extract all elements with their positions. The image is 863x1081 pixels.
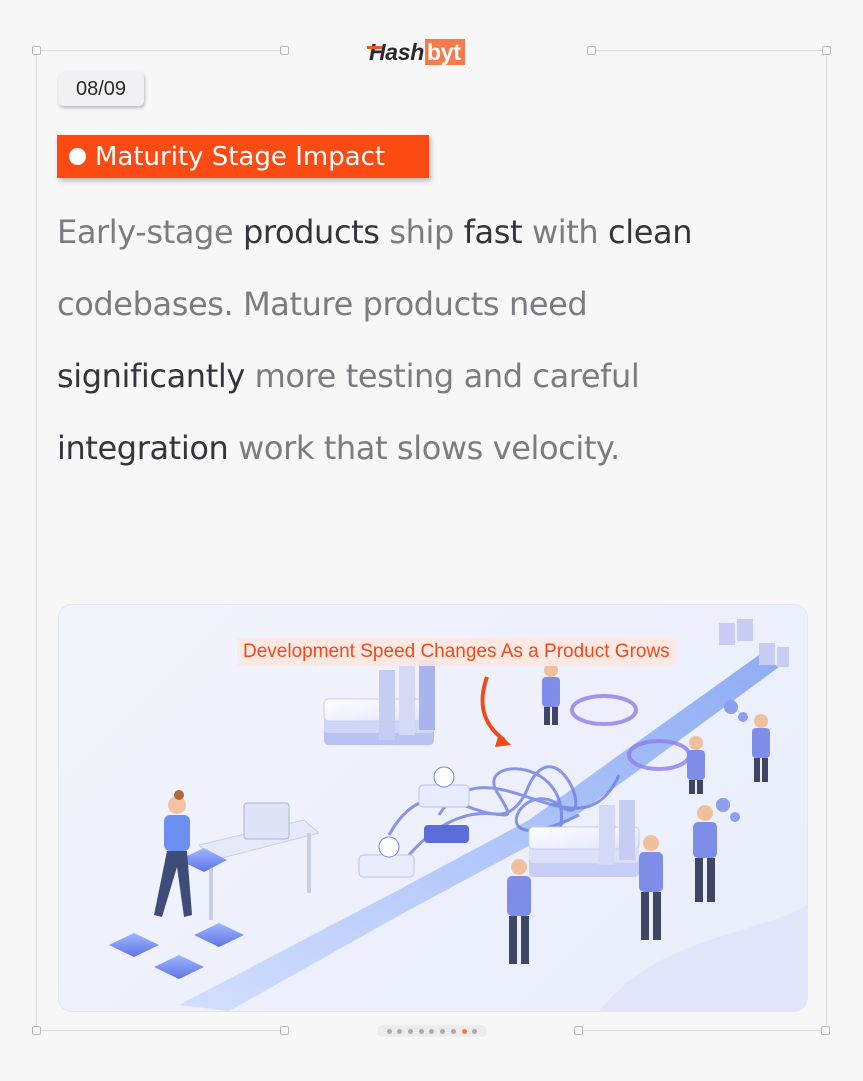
body-line: Early-stage products ship fast with clea… — [57, 196, 777, 268]
developer-figure — [154, 790, 192, 917]
pagination-dot[interactable] — [472, 1028, 478, 1034]
frame-handle-bottom-mid-left[interactable] — [280, 1026, 289, 1035]
illustration-title: Development Speed Changes As a Product G… — [237, 638, 676, 666]
red-arrow-icon — [480, 676, 506, 742]
body-text-segment: with — [522, 213, 609, 251]
logo-text-left: Hash — [366, 38, 425, 65]
body-line: integration work that slows velocity. — [57, 412, 777, 484]
frame-right-line — [826, 55, 827, 1025]
pagination-dot[interactable] — [450, 1028, 456, 1034]
brand-logo: Hash byt — [366, 38, 465, 66]
frame-handle-bottom-left[interactable] — [32, 1026, 41, 1035]
body-text-segment: work that slows velocity. — [228, 429, 620, 467]
highlighted-word: products — [243, 213, 380, 251]
desk-workstation — [198, 802, 321, 920]
body-text-segment: more testing and careful — [244, 357, 640, 395]
task-tiles — [109, 848, 244, 979]
frame-bottom-line-left — [40, 1030, 280, 1031]
section-tag: Maturity Stage Impact — [57, 135, 429, 178]
body-text-segment: Early-stage — [57, 213, 243, 251]
logo-text-right: byt — [425, 39, 465, 65]
pagination-dot[interactable] — [429, 1028, 435, 1034]
server-racks — [719, 619, 789, 667]
pagination-dot[interactable] — [386, 1028, 392, 1034]
pagination-dot[interactable] — [461, 1028, 467, 1034]
illustration: Development Speed Changes As a Product G… — [58, 604, 808, 1012]
highlighted-word: significantly — [57, 357, 245, 395]
frame-top-line-left — [40, 50, 280, 51]
pagination-dot[interactable] — [440, 1028, 446, 1034]
pagination-dot[interactable] — [408, 1028, 414, 1034]
highlighted-word: fast — [463, 213, 523, 251]
frame-handle-bottom-right[interactable] — [821, 1026, 830, 1035]
section-tag-label: Maturity Stage Impact — [95, 141, 386, 172]
gear-icons — [716, 700, 748, 822]
highlighted-word: integration — [57, 429, 229, 467]
pagination-dot[interactable] — [418, 1028, 424, 1034]
frame-handle-bottom-mid-right[interactable] — [574, 1026, 583, 1035]
frame-handle-top-right[interactable] — [822, 46, 831, 55]
bullet-dot-icon — [69, 148, 86, 165]
body-line: codebases. Mature products need — [57, 268, 777, 340]
body-text-segment: ship — [379, 213, 464, 251]
checkpoint-tiles — [358, 766, 470, 878]
growth-path — [179, 655, 779, 1011]
page-indicator: 08/09 — [58, 72, 144, 106]
frame-handle-top-left[interactable] — [32, 46, 41, 55]
body-text-segment: codebases. Mature products need — [57, 285, 588, 323]
team-figures — [507, 663, 770, 964]
body-line: significantly more testing and careful — [57, 340, 777, 412]
body-paragraph: Early-stage products ship fast with clea… — [57, 196, 777, 484]
frame-top-line-right — [596, 50, 822, 51]
highlighted-word: clean — [608, 213, 693, 251]
isometric-illustration-graphic — [109, 619, 807, 1011]
frame-handle-top-mid-right[interactable] — [587, 46, 596, 55]
pagination-dots[interactable] — [377, 1025, 487, 1037]
document-stack — [528, 800, 640, 877]
frame-left-line — [36, 55, 37, 1025]
stacked-layers — [323, 660, 435, 745]
frame-handle-top-mid-left[interactable] — [280, 46, 289, 55]
pagination-dot[interactable] — [397, 1028, 403, 1034]
frame-bottom-line-right — [582, 1030, 822, 1031]
